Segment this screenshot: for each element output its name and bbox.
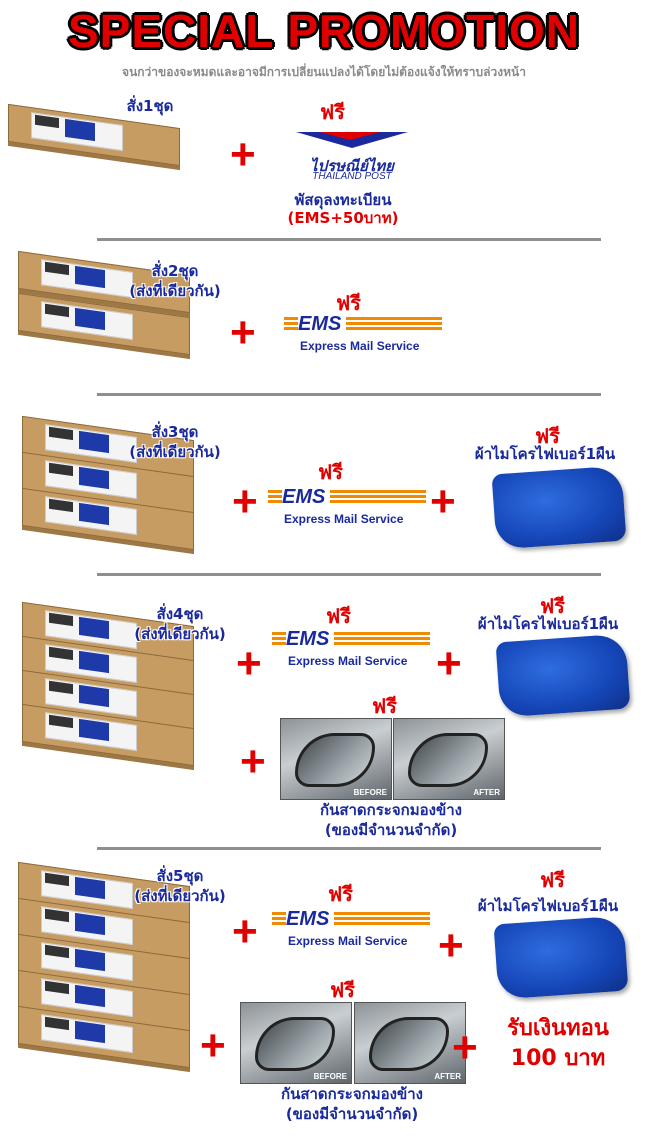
free-label: ฟรี: [328, 882, 353, 906]
mirror-after-icon: AFTER: [354, 1002, 466, 1084]
ems-logo-text: EMS: [286, 628, 330, 650]
free-label: ฟรี: [318, 460, 343, 484]
free-label: ฟรี: [535, 424, 560, 448]
towel-label: ผ้าไมโครไฟเบอร์1ผืน: [474, 445, 616, 463]
same-ship-label: (ส่งที่เดียวกัน): [129, 443, 221, 461]
mirror-label: กันสาดกระจกมองข้าง: [320, 801, 462, 819]
promotion-subtitle: จนกว่าของจะหมดและอาจมีการเปลี่ยนแปลงได้โ…: [122, 65, 526, 79]
thailand-post-logo-icon: ไปรษณีย์ไทย THAILAND POST: [290, 114, 410, 184]
tier-3: สั่ง3ชุด (ส่งที่เดียวกัน) + ฟรี EMS Expr…: [0, 400, 648, 572]
plus-icon: +: [438, 921, 464, 970]
post-logo-text: ไปรษณีย์ไทย: [310, 158, 394, 175]
ems-subtitle: Express Mail Service: [300, 339, 420, 353]
ems-subtitle: Express Mail Service: [284, 512, 404, 526]
tier-2: สั่ง2ชุด (ส่งที่เดียวกัน) + ฟรี EMS Expr…: [0, 245, 648, 393]
same-ship-label: (ส่งที่เดียวกัน): [134, 625, 226, 643]
mirror-label: กันสาดกระจกมองข้าง: [281, 1085, 423, 1103]
mirror-note: (ของมีจำนวนจำกัด): [324, 821, 458, 839]
microfiber-towel-icon: [495, 633, 631, 718]
free-label: ฟรี: [540, 868, 565, 892]
order-label: สั่ง2ชุด: [151, 262, 199, 280]
cash-back-amount: 100 บาท: [510, 1046, 606, 1071]
post-logo-text-en: THAILAND POST: [312, 171, 392, 182]
towel-label: ผ้าไมโครไฟเบอร์1ผืน: [477, 615, 619, 633]
tier-5: สั่ง5ชุด (ส่งที่เดียวกัน) + ฟรี EMS Expr…: [0, 854, 648, 1144]
ems-logo-text: EMS: [286, 908, 330, 930]
mirror-before-icon: BEFORE: [240, 1002, 352, 1084]
shipping-label: พัสดุลงทะเบียน: [294, 191, 392, 209]
plus-icon: +: [430, 477, 456, 526]
microfiber-towel-icon: [493, 915, 629, 1000]
ems-logo-text: EMS: [282, 486, 326, 508]
shipping-price: (EMS+50บาท): [287, 209, 399, 227]
order-label: สั่ง3ชุด: [151, 423, 199, 441]
plus-icon: +: [230, 130, 256, 179]
plus-icon: +: [452, 1023, 478, 1072]
tier-4: สั่ง4ชุด (ส่งที่เดียวกัน) + ฟรี EMS Expr…: [0, 580, 648, 845]
order-label: สั่ง1ชุด: [126, 97, 174, 115]
ems-subtitle: Express Mail Service: [288, 934, 408, 948]
ems-logo-icon: EMS Express Mail Service: [268, 482, 428, 532]
ems-logo-icon: EMS Express Mail Service: [284, 309, 444, 359]
ems-logo-icon: EMS Express Mail Service: [272, 624, 432, 674]
plus-icon: +: [236, 639, 262, 688]
divider: [97, 573, 601, 576]
order-label: สั่ง5ชุด: [156, 867, 204, 885]
plus-icon: +: [200, 1021, 226, 1070]
plus-icon: +: [232, 477, 258, 526]
after-caption: AFTER: [473, 788, 500, 797]
plus-icon: +: [232, 907, 258, 956]
towel-label: ผ้าไมโครไฟเบอร์1ผืน: [477, 897, 619, 915]
free-label: ฟรี: [320, 100, 345, 124]
mirror-before-icon: BEFORE: [280, 718, 392, 800]
same-ship-label: (ส่งที่เดียวกัน): [129, 282, 221, 300]
order-label: สั่ง4ชุด: [156, 605, 204, 623]
divider: [97, 238, 601, 241]
after-caption: AFTER: [434, 1072, 461, 1081]
tier-1: สั่ง1ชุด + ฟรี ไปรษณีย์ไทย THAILAND POST…: [0, 88, 648, 238]
free-label: ฟรี: [372, 694, 397, 718]
cash-back-label: รับเงินทอน: [507, 1016, 609, 1041]
free-label: ฟรี: [326, 604, 351, 628]
ems-logo-icon: EMS Express Mail Service: [272, 904, 432, 954]
mirror-note: (ของมีจำนวนจำกัด): [285, 1105, 419, 1123]
plus-icon: +: [240, 737, 266, 786]
plus-icon: +: [436, 639, 462, 688]
divider: [97, 847, 601, 850]
promotion-title: SPECIAL PROMOTION: [68, 5, 580, 57]
mirror-after-icon: AFTER: [393, 718, 505, 800]
before-caption: BEFORE: [313, 1072, 347, 1081]
free-label: ฟรี: [330, 978, 355, 1002]
microfiber-towel-icon: [491, 465, 627, 550]
before-caption: BEFORE: [353, 788, 387, 797]
divider: [97, 393, 601, 396]
same-ship-label: (ส่งที่เดียวกัน): [134, 887, 226, 905]
plus-icon: +: [230, 308, 256, 357]
free-label: ฟรี: [336, 291, 361, 315]
ems-subtitle: Express Mail Service: [288, 654, 408, 668]
free-label: ฟรี: [540, 594, 565, 618]
ems-logo-text: EMS: [298, 313, 342, 335]
